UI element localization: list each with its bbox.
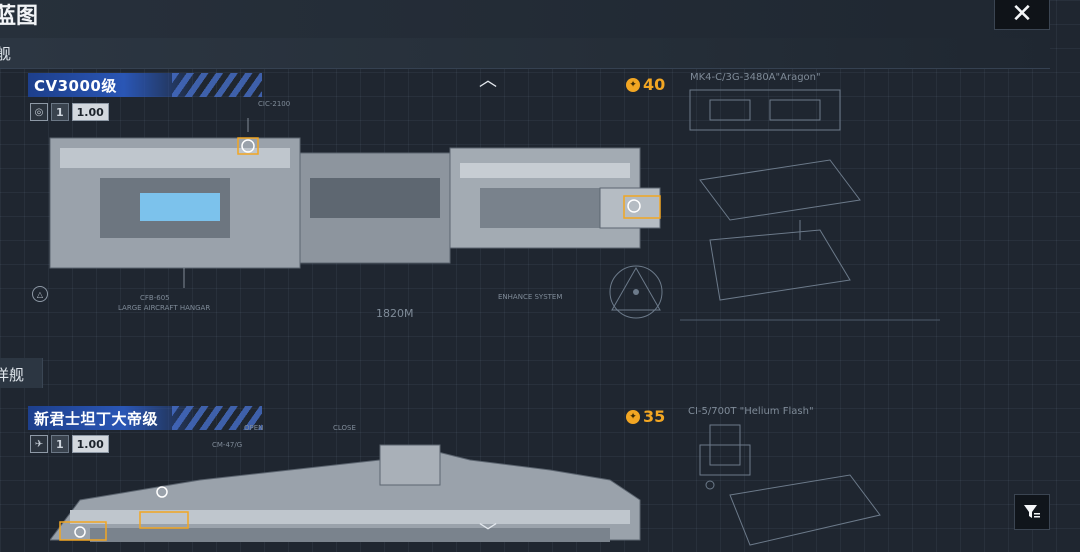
category-label: 舰: [0, 45, 12, 63]
stat-value: 1.00: [71, 103, 109, 121]
annotation-bottom: CFB-605: [140, 294, 170, 302]
filter-button[interactable]: [1014, 494, 1050, 530]
blueprint-circle-diagram: [609, 265, 663, 319]
ship-cv3000-illustration[interactable]: [40, 118, 680, 288]
blueprint-wireframe-1: [680, 89, 940, 321]
ship-name-tag[interactable]: 新君士坦丁大帝级: [28, 406, 262, 430]
ship-stat-row: ◎ 1 1.00: [30, 103, 109, 121]
open-label: OPEN: [244, 424, 264, 432]
header-bar: 蓝图: [0, 0, 1050, 39]
annotation-bottom-sub: LARGE AIRCRAFT HANGAR: [118, 304, 211, 312]
ship-stat-row: ✈ 1 1.00: [30, 435, 109, 453]
blueprint-wireframe-2: [699, 424, 881, 546]
stat-value: 1.00: [71, 435, 109, 453]
chevron-down-icon[interactable]: ﹀: [479, 522, 497, 543]
cost-value: 40: [643, 75, 666, 94]
annotation-top: CIC-2100: [258, 100, 291, 108]
cost-value: 35: [643, 407, 666, 426]
triangle-icon[interactable]: △: [32, 286, 48, 302]
wing-icon: ✈: [30, 435, 48, 453]
tag-stripes: [172, 406, 262, 430]
stat-level: 1: [51, 103, 69, 121]
enhance-label: ENHANCE SYSTEM: [498, 293, 563, 301]
tag-stripes: [172, 73, 262, 97]
blueprint-title: CI-5/700T "Helium Flash": [688, 406, 814, 417]
ship-name: 新君士坦丁大帝级: [34, 409, 159, 428]
ship-cost: ✦ 40: [626, 75, 665, 94]
ship-name-tag[interactable]: CV3000级: [28, 73, 262, 97]
coin-icon: ✦: [626, 409, 640, 424]
close-icon: ✕: [1011, 0, 1033, 29]
coin-icon: ✦: [626, 77, 640, 92]
category-bar-cruiser[interactable]: 洋舰: [0, 358, 43, 388]
category-bar-carrier[interactable]: 舰: [0, 38, 1050, 69]
filter-icon: [1024, 505, 1040, 518]
ship-name: CV3000级: [34, 76, 117, 95]
close-button[interactable]: ✕: [994, 0, 1050, 30]
category-label: 洋舰: [0, 366, 25, 384]
ship-cost: ✦ 35: [626, 407, 665, 426]
stat-level: 1: [51, 435, 69, 453]
annotation-top: CM-47/G: [212, 441, 243, 449]
chevron-up-icon[interactable]: ︿: [479, 70, 497, 91]
globe-icon: ◎: [30, 103, 48, 121]
page-title: 蓝图: [0, 4, 39, 29]
close-label: CLOSE: [333, 424, 356, 432]
ship-constantine-illustration[interactable]: [50, 440, 650, 552]
blueprint-title: MK4-C/3G-3480A"Aragon": [690, 72, 821, 83]
length-label: 1820M: [376, 307, 414, 320]
